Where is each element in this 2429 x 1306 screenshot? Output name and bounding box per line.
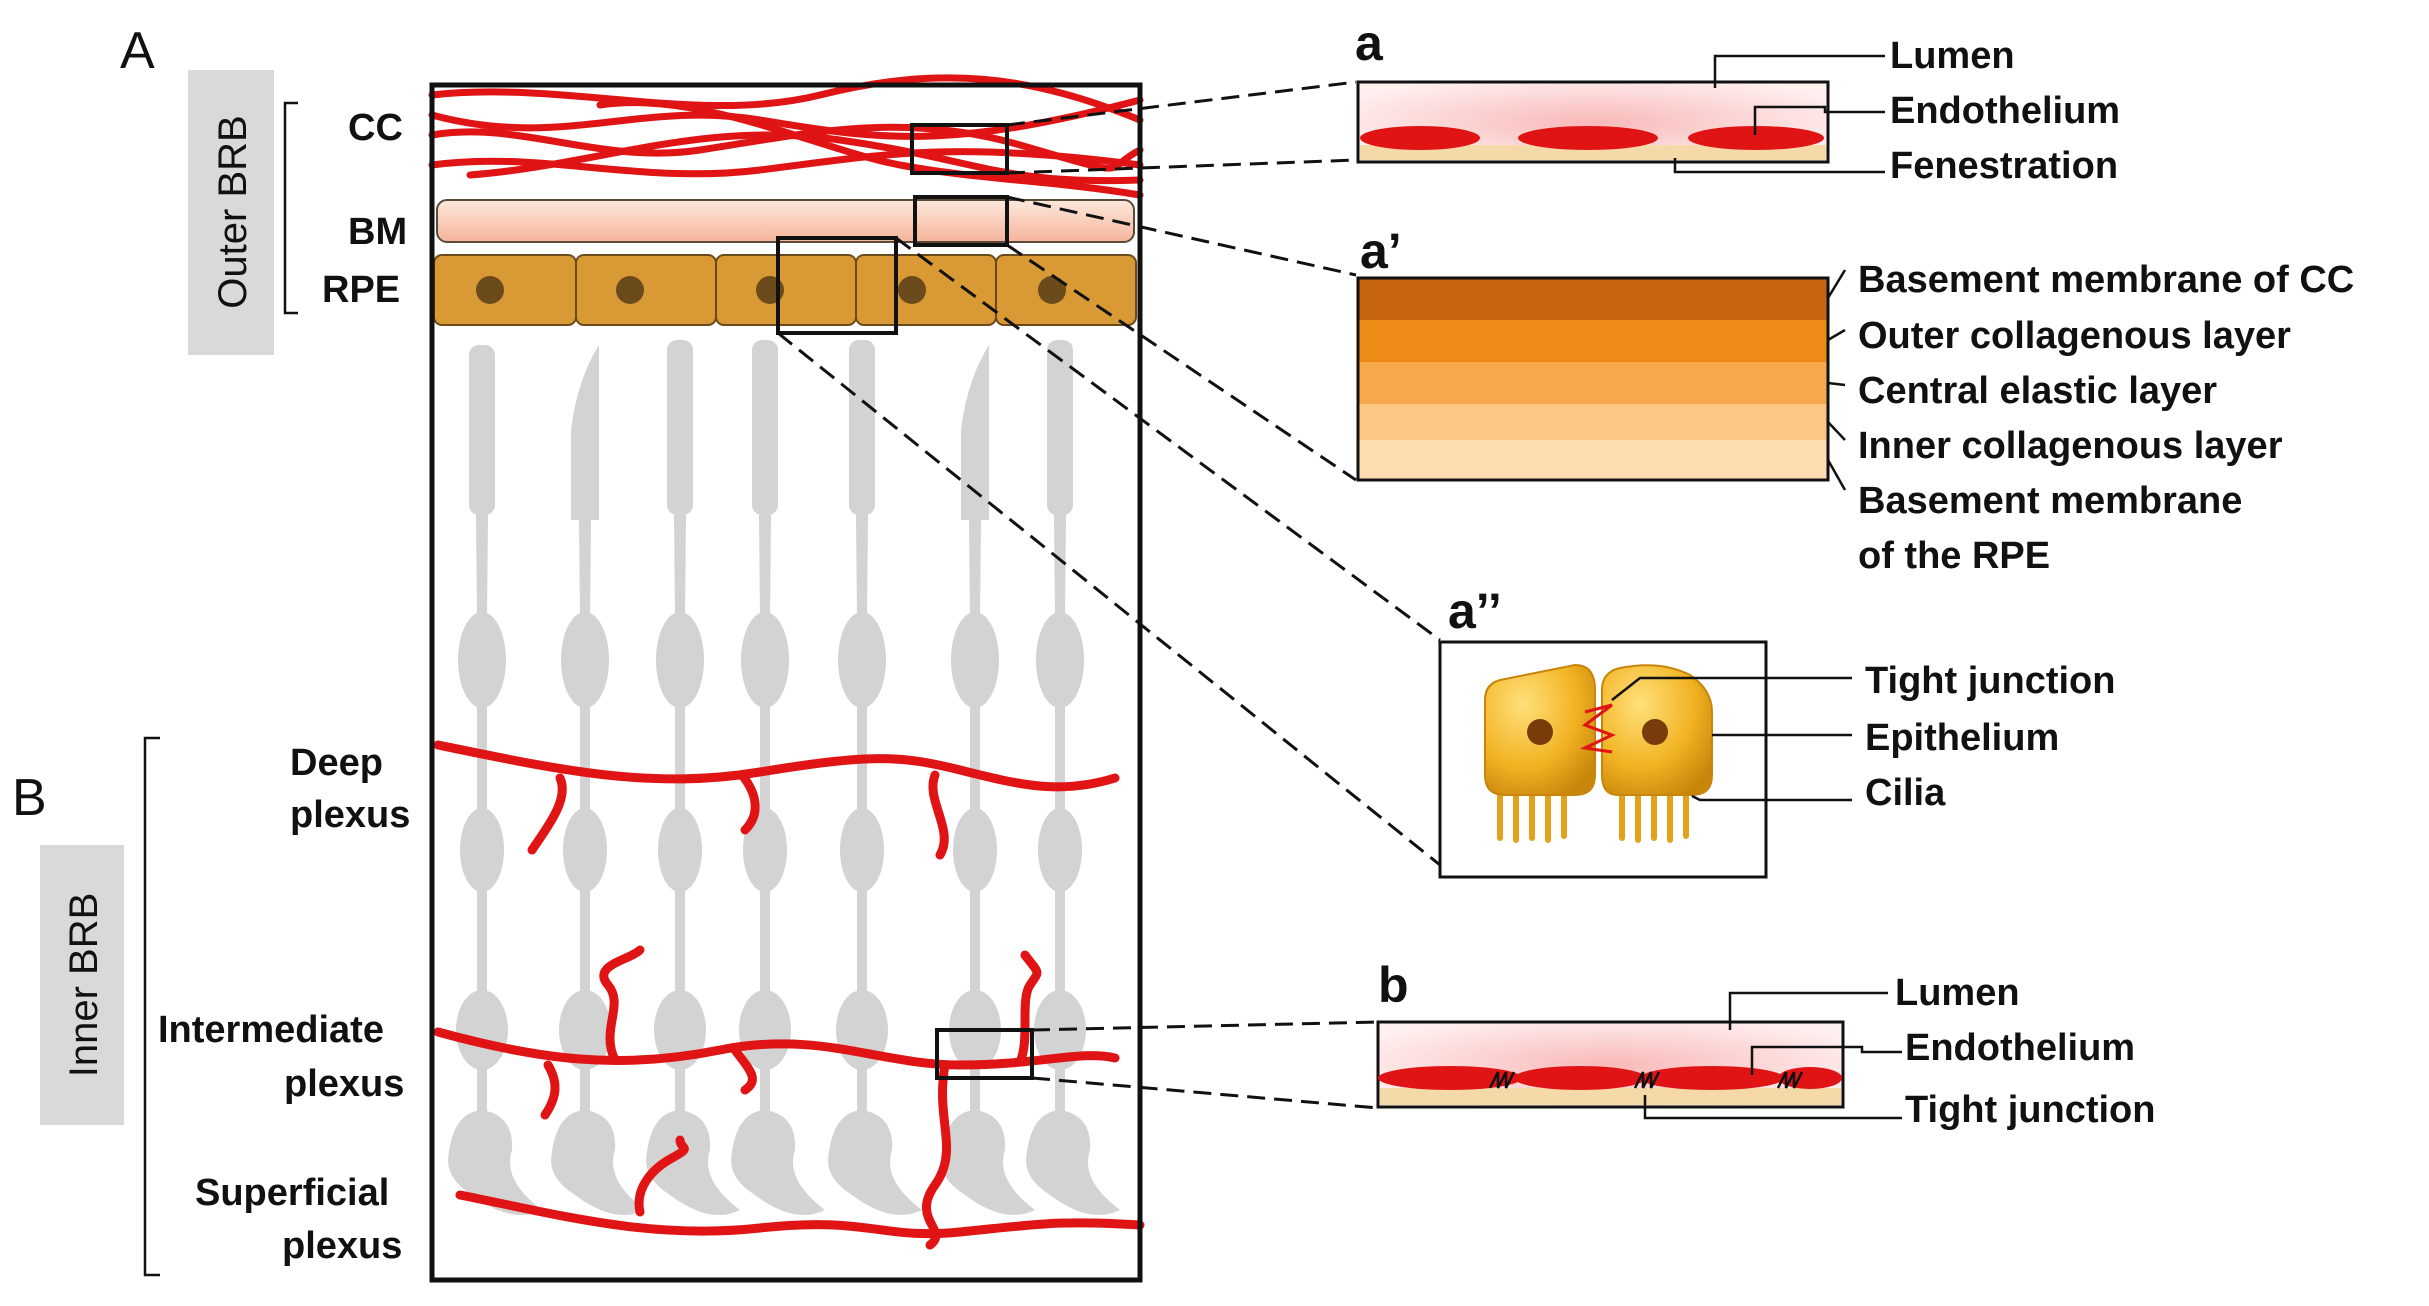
inset-a2-label-cilia: Cilia (1865, 772, 1946, 814)
intermediate-plexus-vessels (433, 945, 1120, 1250)
label-superficial-plexus-1: Superficial (195, 1172, 389, 1214)
inset-a2-label-epithelium: Epithelium (1865, 717, 2059, 759)
inset-a1-letter: a’ (1360, 223, 1402, 279)
inset-a2-label-tight-junction: Tight junction (1865, 660, 2115, 702)
zoom-box-bm (913, 195, 1009, 247)
inset-a-label-lumen: Lumen (1890, 35, 2015, 77)
outer-brb-label: Outer BRB (211, 115, 255, 308)
retina-frame (429, 82, 1143, 1283)
inset-b-label-endothelium: Endothelium (1905, 1027, 2135, 1069)
inset-a-label-fenestration: Fenestration (1890, 145, 2118, 187)
inset-a-leaders (1673, 54, 1885, 174)
label-superficial-plexus-2: plexus (282, 1225, 402, 1267)
inset-a1-layer-2 (1358, 320, 1828, 362)
inset-a1-layer-1 (1358, 278, 1828, 320)
inset-b-letter: b (1378, 957, 1409, 1013)
inset-a-endothelium (1360, 126, 1824, 150)
inset-a1: a’ Basement membrane of CC Outer collage… (1356, 223, 2354, 577)
inset-a-label-endothelium: Endothelium (1890, 90, 2120, 132)
inset-a-basal-layer (1360, 145, 1826, 160)
inset-b-basal-layer (1380, 1088, 1841, 1105)
inset-b-leaders (1643, 991, 1902, 1120)
label-intermediate-plexus-1: Intermediate (158, 1009, 384, 1051)
inset-a1-label-2: Outer collagenous layer (1858, 315, 2291, 357)
panel-letter-b: B (12, 769, 47, 827)
label-intermediate-plexus-2: plexus (284, 1063, 404, 1105)
outer-brb-label-bg (188, 70, 274, 355)
panel-letter-a: A (120, 22, 155, 80)
inset-a1-label-5a: Basement membrane (1858, 480, 2242, 522)
inset-a1-label-5b: of the RPE (1858, 535, 2050, 577)
connector-lines (777, 80, 1441, 1110)
tight-junction-zigzag (1579, 703, 1616, 754)
choriocapillaris-vessels (428, 74, 1144, 199)
inset-a-letter: a (1355, 15, 1384, 71)
inset-b-tight-junctions (1488, 1071, 1804, 1089)
inset-a1-leaders (1826, 269, 1847, 491)
inset-a1-label-4: Inner collagenous layer (1858, 425, 2283, 467)
inset-a1-layer-5 (1358, 440, 1828, 480)
rpe-nucleus-left (1527, 719, 1553, 745)
superficial-plexus-vessels (455, 1135, 1145, 1239)
zoom-box-inner (935, 1028, 1034, 1080)
inset-a1-label-1: Basement membrane of CC (1858, 259, 2354, 301)
photoreceptor-cells (448, 340, 1120, 1215)
inner-brb-label: Inner BRB (62, 893, 106, 1078)
inset-a: a Lumen Endothelium Fenestration (1355, 15, 2120, 187)
inset-a2: a’’ Tight junction Epithelium Cilia (1438, 583, 2115, 879)
retina-section (428, 74, 1145, 1283)
inset-a1-label-3: Central elastic layer (1858, 370, 2217, 412)
inset-a2-letter: a’’ (1448, 583, 1502, 639)
inset-a1-frame (1356, 276, 1830, 482)
inset-a2-leaders (1611, 676, 1852, 802)
inset-b-label-tight-junction: Tight junction (1905, 1089, 2155, 1131)
outer-brb-bracket (283, 101, 298, 315)
deep-plexus-vessels (433, 740, 1120, 860)
inset-a1-layer-4 (1358, 404, 1828, 440)
rpe-nucleus-right (1642, 719, 1668, 745)
label-rpe: RPE (322, 269, 400, 311)
label-cc: CC (348, 107, 403, 149)
label-deep-plexus-2: plexus (290, 794, 410, 836)
rpe-cells (433, 254, 1137, 326)
zoom-box-cc (910, 123, 1009, 175)
zoom-box-rpe (776, 236, 898, 335)
label-deep-plexus-1: Deep (290, 742, 383, 784)
inner-brb-label-bg (40, 845, 124, 1125)
inset-b-label-lumen: Lumen (1895, 972, 2020, 1014)
label-bm: BM (348, 211, 407, 253)
inset-a1-layer-3 (1358, 362, 1828, 404)
inset-b: b Lumen Endothelium Tight junction (1376, 957, 2155, 1131)
bruchs-membrane (436, 199, 1135, 243)
inner-brb-bracket (143, 736, 160, 1277)
